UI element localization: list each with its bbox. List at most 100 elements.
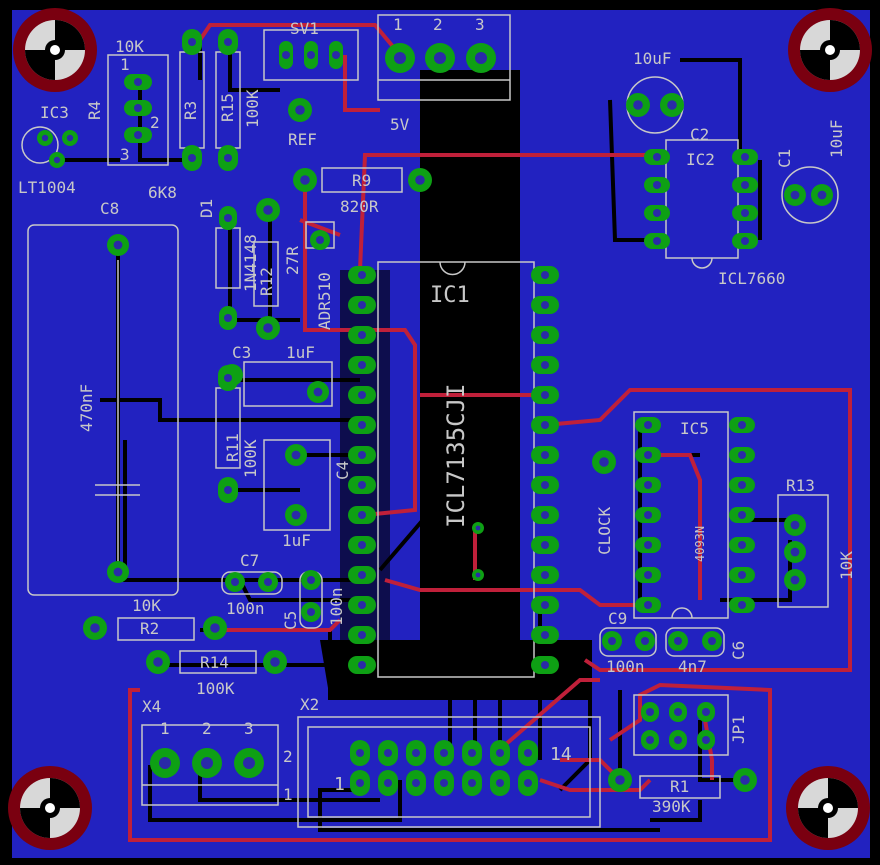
pot-pin1-label: 1: [120, 55, 130, 74]
jp1-pad-drill: [646, 708, 654, 716]
jp1-pad-drill: [702, 736, 710, 744]
d1-label: D1: [197, 199, 216, 218]
r1-pad-drill: [740, 775, 750, 785]
x4-label: X4: [142, 697, 161, 716]
x2-row2-label: 2: [283, 747, 293, 766]
adr510-pad-drill: [316, 236, 324, 244]
r15-val-label: 100K: [243, 89, 262, 128]
ic5-pad-drill: [644, 421, 652, 429]
ic1-pad-drill: [541, 451, 549, 459]
x4-pad-drill: [159, 757, 171, 769]
r1-label: R1: [670, 777, 689, 796]
c9-pad-drill: [641, 637, 649, 645]
r12-label: R12: [257, 267, 276, 296]
c1-val-label: 10uF: [827, 119, 846, 158]
ic5-pad-drill: [738, 601, 746, 609]
x2-pad-drill: [524, 779, 532, 787]
ic1-pad-drill: [541, 511, 549, 519]
r11-val-label: 100K: [241, 439, 260, 478]
c-10uf-top-label: 10uF: [633, 49, 672, 68]
ic1-pad-drill: [541, 601, 549, 609]
ic1-pad-drill: [358, 601, 366, 609]
ic1-pad-drill: [358, 661, 366, 669]
ic1-pad-drill: [541, 331, 549, 339]
c9-label: C9: [608, 609, 627, 628]
sv1-pad-drill: [307, 51, 315, 59]
ic5-pad-drill: [644, 601, 652, 609]
c6-pad-drill: [708, 637, 716, 645]
c7-pad-drill: [231, 578, 239, 586]
ic1-pad-drill: [358, 391, 366, 399]
silkscreen-labels: IC3 LT1004 10K R4 1 2 3 R3 R15 100K 6K8 …: [18, 15, 856, 816]
ic2-pad-drill: [741, 153, 749, 161]
ic3-pad-drill: [53, 156, 61, 164]
c9-val-label: 100n: [606, 657, 645, 676]
r15-pad-drill: [224, 38, 232, 46]
ic1-pad-drill: [541, 661, 549, 669]
mount-hole-bottom-right: [786, 766, 870, 850]
c5-pad-drill: [307, 608, 315, 616]
jp1-pad-drill: [674, 736, 682, 744]
c9-pad-drill: [608, 637, 616, 645]
x4-2-label: 2: [202, 719, 212, 738]
c6-pad-drill: [674, 637, 682, 645]
x4-pad-drill: [201, 757, 213, 769]
adr510-label: ADR510: [315, 272, 334, 330]
d1-pad-drill: [224, 214, 232, 222]
ic1-val-label: ICL7135CJI: [442, 384, 470, 529]
c3-label: C3: [232, 343, 251, 362]
r2-pad-drill: [90, 623, 100, 633]
r3-pad-drill: [188, 154, 196, 162]
c1-pad-drill: [817, 190, 827, 200]
ic5-pad-drill: [738, 541, 746, 549]
c4-val-label: 1uF: [282, 531, 311, 550]
c1-label: C1: [775, 149, 794, 168]
ic1-pad-drill: [358, 331, 366, 339]
ic1-pad-drill: [541, 541, 549, 549]
term1-3-label: 3: [475, 15, 485, 34]
d1-val-label: 1N4148: [241, 234, 260, 292]
c4-label: C4: [333, 461, 352, 480]
mount-hole-top-left: [13, 8, 97, 92]
ic5-pad-drill: [644, 481, 652, 489]
r1-pad-drill: [615, 775, 625, 785]
r4-pad-drill: [134, 104, 142, 112]
x4-1-label: 1: [160, 719, 170, 738]
c8-pad-drill: [113, 240, 123, 250]
r3-val-label: 6K8: [148, 183, 177, 202]
r2-val-label: 10K: [132, 596, 161, 615]
term1-2-label: 2: [433, 15, 443, 34]
v5-label: 5V: [390, 115, 410, 134]
c3-pad-drill: [313, 387, 323, 397]
r13-label: R13: [786, 476, 815, 495]
ic1-pad-drill: [541, 301, 549, 309]
ic3-label: IC3: [40, 103, 69, 122]
ic2-pad-drill: [653, 181, 661, 189]
r4-pad-drill: [134, 78, 142, 86]
ic2-pad-drill: [653, 153, 661, 161]
x2-pad-drill: [524, 749, 532, 757]
c4-pad-drill: [291, 510, 301, 520]
pot-pin2-label: 2: [150, 113, 160, 132]
x2-pad-drill: [440, 779, 448, 787]
pot-pin3-label: 3: [120, 145, 130, 164]
ground-isolation: [420, 70, 520, 690]
ic1-pad-drill: [358, 421, 366, 429]
ic1-pad-drill: [541, 421, 549, 429]
pad-group: [37, 29, 833, 796]
via-drill: [475, 525, 481, 531]
r9-pad-drill: [415, 175, 425, 185]
c5-pad-drill: [307, 576, 315, 584]
ic2-pad-drill: [741, 237, 749, 245]
r9-pad-drill: [300, 175, 310, 185]
ic2-pad-drill: [653, 209, 661, 217]
r3-pad-drill: [188, 38, 196, 46]
x2-label: X2: [300, 695, 319, 714]
mount-hole-bottom-left: [8, 766, 92, 850]
ic1-pad-drill: [358, 361, 366, 369]
c7-label: C7: [240, 551, 259, 570]
c1-pad-drill: [790, 190, 800, 200]
x2-pad-drill: [412, 749, 420, 757]
c7-pad-drill: [264, 578, 272, 586]
c-10uf-pad-drill: [667, 100, 677, 110]
